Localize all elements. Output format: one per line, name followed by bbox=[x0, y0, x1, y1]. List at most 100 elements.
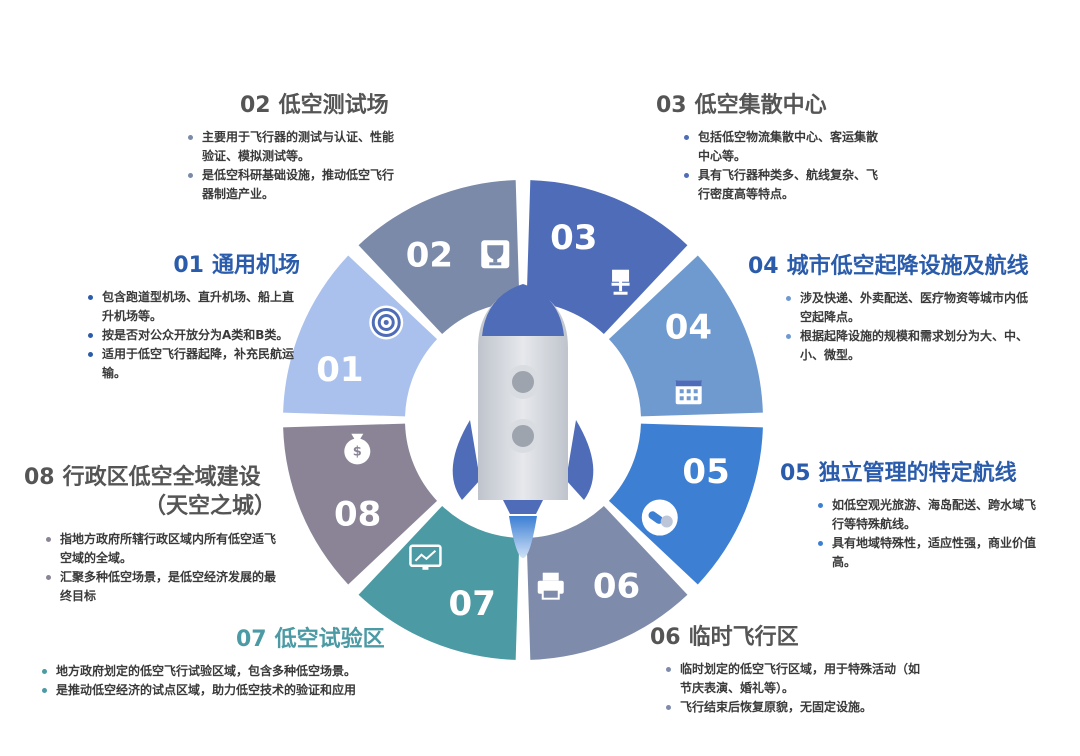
block-05-specific-routes: 05 独立管理的特定航线 如低空观光旅游、海岛配送、跨水域飞行等特殊航线。 具有地… bbox=[780, 460, 1070, 572]
rocket-flame bbox=[509, 516, 537, 558]
pills-icon bbox=[641, 499, 678, 536]
bullet: 地方政府划定的低空飞行试验区域，包含多种低空场景。 bbox=[40, 662, 440, 681]
ring-segment-shape-04 bbox=[608, 255, 763, 417]
ring-segment-number-08: 08 bbox=[334, 495, 381, 535]
bullet: 包含跑道型机场、直升机场、船上直升机场等。 bbox=[86, 288, 300, 326]
ring-segment-shape-02 bbox=[358, 180, 520, 335]
ring-segment-number-06: 06 bbox=[593, 566, 640, 606]
block-03-title: 03 低空集散中心 bbox=[656, 92, 906, 120]
block-05-number: 05 bbox=[780, 461, 811, 486]
ring-segment-number-04: 04 bbox=[665, 307, 712, 347]
ring-segment-number-03: 03 bbox=[550, 218, 597, 258]
block-08-title: 08 行政区低空全域建设 bbox=[24, 464, 314, 492]
svg-text:$: $ bbox=[353, 445, 362, 460]
bullet: 是推动低空经济的试点区域，助力低空技术的验证和应用 bbox=[40, 681, 440, 700]
bullet: 适用于低空飞行器起降，补充民航运输。 bbox=[86, 345, 300, 383]
ring-segment-shape-07 bbox=[358, 505, 520, 660]
block-06-title: 06 临时飞行区 bbox=[650, 624, 950, 652]
ring-segment-06: 06 bbox=[526, 505, 688, 660]
block-02-title: 02 低空测试场 bbox=[178, 92, 406, 120]
block-08-title-text: 行政区低空全域建设 bbox=[62, 465, 261, 490]
block-08-bullets: 指地方政府所辖行政区域内所有低空适飞空域的全域。 汇聚多种低空场景，是低空经济发… bbox=[44, 530, 284, 606]
block-02-test-field: 02 低空测试场 主要用于飞行器的测试与认证、性能验证、模拟测试等。 是低空科研基… bbox=[178, 92, 406, 204]
block-04-bullets: 涉及快递、外卖配送、医疗物资等城市内低空起降点。 根据起降设施的规模和需求划分为… bbox=[784, 289, 1034, 365]
money-bag-icon: $ bbox=[344, 433, 371, 465]
block-02-title-text: 低空测试场 bbox=[278, 93, 389, 118]
block-08-full-area: 08 行政区低空全域建设 （天空之城） 指地方政府所辖行政区域内所有低空适飞空域的… bbox=[24, 464, 314, 606]
bullet: 如低空观光旅游、海岛配送、跨水域飞行等特殊航线。 bbox=[816, 496, 1042, 534]
block-08-subtitle: （天空之城） bbox=[144, 494, 277, 519]
bullet: 按是否对公众开放分为A类和B类。 bbox=[86, 326, 300, 345]
block-06-bullets: 临时划定的低空飞行区域，用于特殊活动（如节庆表演、婚礼等）。 飞行结束后恢复原貌… bbox=[664, 660, 924, 717]
block-07-pilot-zone: 07 低空试验区 地方政府划定的低空飞行试验区域，包含多种低空场景。 是推动低空经… bbox=[40, 626, 440, 700]
block-03-title-text: 低空集散中心 bbox=[694, 93, 827, 118]
printer-icon bbox=[537, 572, 564, 600]
ring-segment-04: 04 bbox=[608, 255, 763, 417]
bullet: 具有飞行器种类多、航线复杂、飞行密度高等特点。 bbox=[682, 166, 882, 204]
block-04-title: 04 城市低空起降设施及航线 bbox=[748, 253, 1048, 281]
bullet: 根据起降设施的规模和需求划分为大、中、小、微型。 bbox=[784, 327, 1034, 365]
block-01-title-text: 通用机场 bbox=[211, 253, 300, 278]
block-06-title-text: 临时飞行区 bbox=[688, 625, 799, 650]
block-05-bullets: 如低空观光旅游、海岛配送、跨水域飞行等特殊航线。 具有地域特殊性，适应性强，商业… bbox=[816, 496, 1042, 572]
bullet: 临时划定的低空飞行区域，用于特殊活动（如节庆表演、婚礼等）。 bbox=[664, 660, 924, 698]
block-06-temporary-zone: 06 临时飞行区 临时划定的低空飞行区域，用于特殊活动（如节庆表演、婚礼等）。 飞… bbox=[650, 624, 950, 717]
ring-segment-shape-06 bbox=[526, 505, 688, 660]
block-01-general-airport: 01 通用机场 包含跑道型机场、直升机场、船上直升机场等。 按是否对公众开放分为A… bbox=[60, 252, 300, 383]
block-04-number: 04 bbox=[748, 254, 779, 279]
chair-icon bbox=[611, 269, 630, 295]
ring-segment-number-07: 07 bbox=[449, 584, 496, 624]
block-08-number: 08 bbox=[24, 465, 55, 490]
block-02-number: 02 bbox=[240, 93, 271, 118]
block-03-number: 03 bbox=[656, 93, 687, 118]
ring-segment-shape-05 bbox=[608, 423, 763, 585]
ring-segment-shape-03 bbox=[526, 180, 688, 335]
monitor-chart-icon bbox=[409, 544, 442, 570]
block-05-title: 05 独立管理的特定航线 bbox=[780, 460, 1070, 488]
ring-segment-number-05: 05 bbox=[682, 452, 729, 492]
block-04-urban-takeoff: 04 城市低空起降设施及航线 涉及快递、外卖配送、医疗物资等城市内低空起降点。 根… bbox=[748, 253, 1048, 365]
block-03-bullets: 包括低空物流集散中心、客运集散中心等。 具有飞行器种类多、航线复杂、飞行密度高等… bbox=[682, 128, 882, 204]
trophy-icon bbox=[481, 240, 510, 269]
block-07-number: 07 bbox=[236, 627, 267, 652]
bullet: 包括低空物流集散中心、客运集散中心等。 bbox=[682, 128, 882, 166]
ring-segment-01: 01 bbox=[283, 255, 438, 417]
block-04-title-text: 城市低空起降设施及航线 bbox=[786, 254, 1029, 279]
bullet: 指地方政府所辖行政区域内所有低空适飞空域的全域。 bbox=[44, 530, 284, 568]
ring-segment-07: 07 bbox=[358, 505, 520, 660]
bullet: 涉及快递、外卖配送、医疗物资等城市内低空起降点。 bbox=[784, 289, 1034, 327]
block-06-number: 06 bbox=[650, 625, 681, 650]
bullet: 主要用于飞行器的测试与认证、性能验证、模拟测试等。 bbox=[186, 128, 396, 166]
rocket-nose bbox=[482, 284, 564, 336]
ring-segment-02: 02 bbox=[358, 180, 520, 335]
ring-segment-shape-01 bbox=[283, 255, 438, 417]
calendar-icon bbox=[675, 380, 702, 405]
rocket-left-fin bbox=[452, 420, 480, 500]
block-01-bullets: 包含跑道型机场、直升机场、船上直升机场等。 按是否对公众开放分为A类和B类。 适… bbox=[86, 288, 300, 383]
rocket-window-bottom bbox=[506, 419, 540, 453]
bullet: 具有地域特殊性，适应性强，商业价值高。 bbox=[816, 534, 1042, 572]
block-05-title-text: 独立管理的特定航线 bbox=[818, 461, 1017, 486]
bullet: 飞行结束后恢复原貌，无固定设施。 bbox=[664, 698, 924, 717]
block-03-hub: 03 低空集散中心 包括低空物流集散中心、客运集散中心等。 具有飞行器种类多、航线… bbox=[656, 92, 906, 204]
ring-segment-05: 05 bbox=[608, 423, 763, 585]
block-07-title-text: 低空试验区 bbox=[274, 627, 385, 652]
target-icon bbox=[369, 305, 404, 340]
ring-segment-number-01: 01 bbox=[316, 350, 363, 390]
block-01-number: 01 bbox=[173, 253, 204, 278]
rocket-illustration bbox=[452, 284, 594, 558]
rocket-right-fin bbox=[566, 420, 594, 500]
rocket-nozzle bbox=[503, 500, 543, 514]
block-07-bullets: 地方政府划定的低空飞行试验区域，包含多种低空场景。 是推动低空经济的试点区域，助… bbox=[40, 662, 440, 700]
ring-segment-03: 03 bbox=[526, 180, 688, 335]
rocket-window-top bbox=[506, 365, 540, 399]
bullet: 是低空科研基础设施，推动低空飞行器制造产业。 bbox=[186, 166, 396, 204]
block-02-bullets: 主要用于飞行器的测试与认证、性能验证、模拟测试等。 是低空科研基础设施，推动低空… bbox=[186, 128, 396, 204]
bullet: 汇聚多种低空场景，是低空经济发展的最终目标 bbox=[44, 568, 284, 606]
ring-segment-number-02: 02 bbox=[406, 236, 453, 276]
block-01-title: 01 通用机场 bbox=[60, 252, 300, 280]
ring-segment-shape-08 bbox=[283, 423, 438, 585]
ring-segment-08: 08 $ bbox=[283, 423, 438, 585]
block-07-title: 07 低空试验区 bbox=[40, 626, 440, 654]
